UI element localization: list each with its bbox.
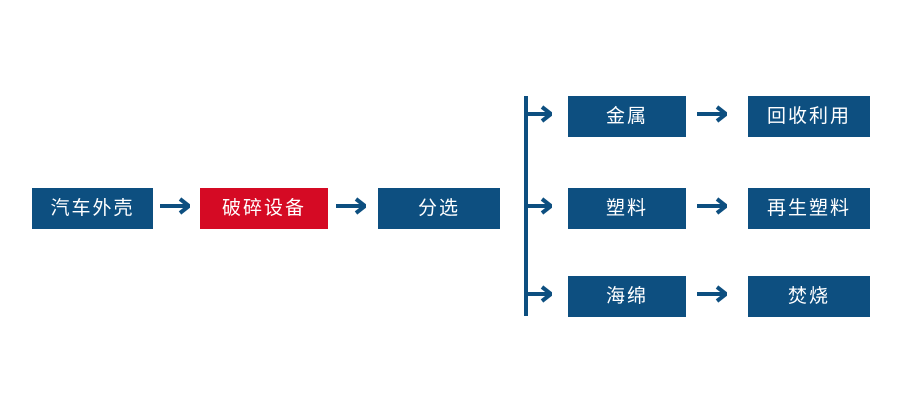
node-label: 破碎设备 xyxy=(221,198,306,219)
split-bus-line xyxy=(524,96,528,316)
node-label: 海绵 xyxy=(605,286,648,307)
node-label: 金属 xyxy=(605,106,648,127)
node-label: 塑料 xyxy=(605,198,648,219)
arrow-right-icon xyxy=(160,197,190,215)
arrow-right-icon xyxy=(697,285,727,303)
node-sponge[interactable]: 海绵 xyxy=(568,276,686,317)
branch-arrow-icon xyxy=(527,285,552,303)
node-sorting[interactable]: 分选 xyxy=(378,188,500,229)
arrow-right-icon xyxy=(336,197,366,215)
branch-arrow-icon xyxy=(527,197,552,215)
branch-arrow-icon xyxy=(527,105,552,123)
arrow-right-icon xyxy=(697,197,727,215)
node-car-shell[interactable]: 汽车外壳 xyxy=(32,188,153,229)
node-regenerated-plastic[interactable]: 再生塑料 xyxy=(748,188,870,229)
node-label: 再生塑料 xyxy=(766,198,851,219)
node-metal[interactable]: 金属 xyxy=(568,96,686,137)
node-label: 焚烧 xyxy=(787,286,830,307)
node-label: 回收利用 xyxy=(766,106,851,127)
node-crushing-equipment[interactable]: 破碎设备 xyxy=(200,188,328,229)
node-plastic[interactable]: 塑料 xyxy=(568,188,686,229)
node-label: 分选 xyxy=(417,198,460,219)
node-recycle-reuse[interactable]: 回收利用 xyxy=(748,96,870,137)
node-label: 汽车外壳 xyxy=(50,198,135,219)
arrow-right-icon xyxy=(697,105,727,123)
node-incineration[interactable]: 焚烧 xyxy=(748,276,870,317)
